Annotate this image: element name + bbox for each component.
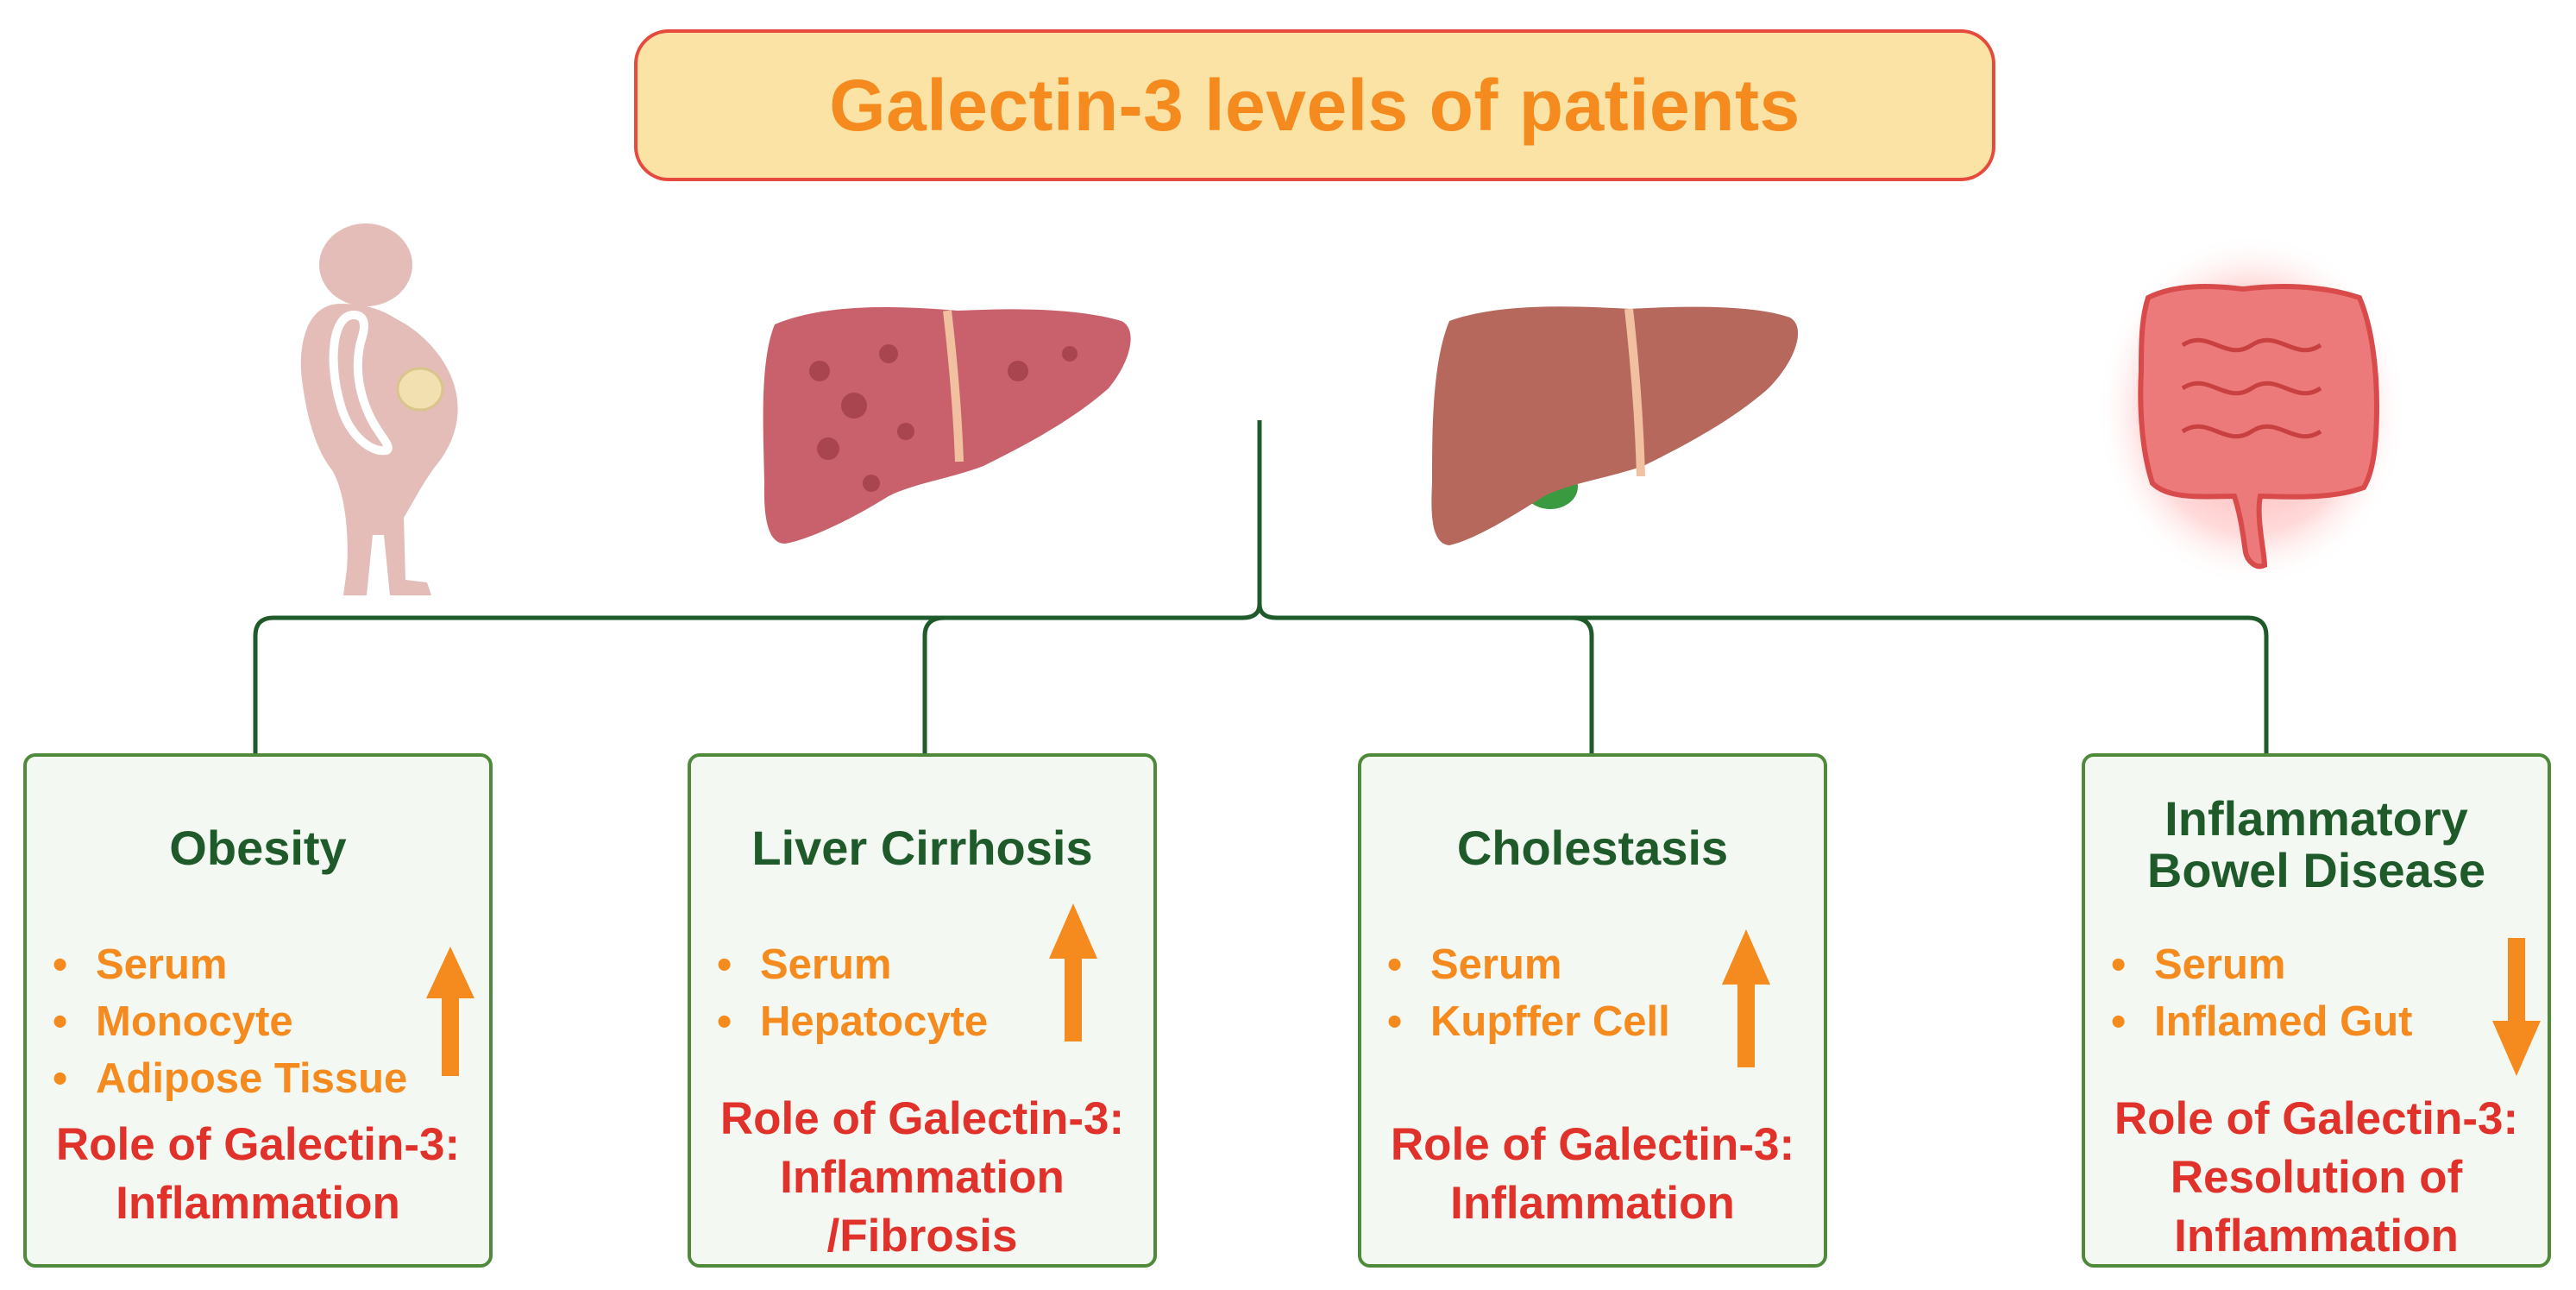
bullet-list: Serum Hepatocyte (708, 936, 988, 1050)
connector-arrowheads (242, 758, 2280, 785)
bullet-list: Serum Kupffer Cell (1379, 936, 1670, 1050)
cholestatic-liver-icon (1431, 306, 1799, 545)
inflamed-intestine-icon (2096, 233, 2407, 587)
bullet-item: Hepatocyte (708, 993, 988, 1050)
card-title-line: Obesity (169, 821, 347, 875)
bullet-item: Monocyte (44, 993, 407, 1050)
role-text: Role of Galectin-3: Inflammation (1361, 1116, 1824, 1233)
down-arrow-icon (2492, 938, 2541, 1076)
role-line: Inflammation (116, 1178, 400, 1229)
diagram-title: Galectin-3 levels of patients (829, 64, 1800, 146)
bullet-item: Serum (2102, 936, 2412, 993)
bullet-list: Serum Inflamed Gut (2102, 936, 2412, 1050)
card-title-line: Cholestasis (1456, 821, 1729, 875)
card-obesity: Obesity Serum Monocyte Adipose Tissue Ro… (23, 753, 493, 1268)
role-text: Role of Galectin-3: Inflammation /Fibros… (691, 1090, 1153, 1266)
role-line: Inflammation (2174, 1211, 2459, 1262)
card-title: Cholestasis (1361, 822, 1824, 874)
role-line: /Fibrosis (826, 1211, 1018, 1262)
up-arrow-icon (1722, 929, 1770, 1067)
role-line: Role of Galectin-3: (719, 1093, 1125, 1144)
up-arrow-icon (426, 947, 474, 1076)
bullet-item: Kupffer Cell (1379, 993, 1670, 1050)
bullet-item: Serum (708, 936, 988, 993)
role-line: Inflammation (780, 1152, 1065, 1203)
obese-person-icon (300, 223, 458, 595)
role-line: Inflammation (1450, 1178, 1735, 1229)
connector-tree (253, 420, 2269, 759)
card-title: Obesity (27, 822, 489, 874)
role-line: Role of Galectin-3: (2114, 1093, 2519, 1144)
card-title-line: Bowel Disease (2146, 843, 2486, 897)
card-cholestasis: Cholestasis Serum Kupffer Cell Role of G… (1358, 753, 1827, 1268)
bullet-item: Serum (1379, 936, 1670, 993)
bullet-list: Serum Monocyte Adipose Tissue (44, 936, 407, 1107)
role-text: Role of Galectin-3: Resolution of Inflam… (2085, 1090, 2548, 1266)
card-title-line: Inflammatory (2164, 791, 2468, 846)
role-line: Role of Galectin-3: (55, 1119, 461, 1170)
bullet-item: Inflamed Gut (2102, 993, 2412, 1050)
cirrhotic-liver-icon (763, 306, 1131, 544)
role-line: Resolution of (2170, 1152, 2463, 1203)
card-title: Liver Cirrhosis (691, 822, 1153, 874)
card-title-line: Liver Cirrhosis (751, 821, 1093, 875)
up-arrow-icon (1049, 903, 1097, 1041)
bullet-item: Serum (44, 936, 407, 993)
title-box: Galectin-3 levels of patients (634, 29, 1995, 181)
bullet-item: Adipose Tissue (44, 1050, 407, 1107)
role-line: Role of Galectin-3: (1390, 1119, 1795, 1170)
card-ibd: Inflammatory Bowel Disease Serum Inflame… (2082, 753, 2551, 1268)
card-title: Inflammatory Bowel Disease (2085, 793, 2548, 897)
card-liver-cirrhosis: Liver Cirrhosis Serum Hepatocyte Role of… (688, 753, 1157, 1268)
role-text: Role of Galectin-3: Inflammation (27, 1116, 489, 1233)
